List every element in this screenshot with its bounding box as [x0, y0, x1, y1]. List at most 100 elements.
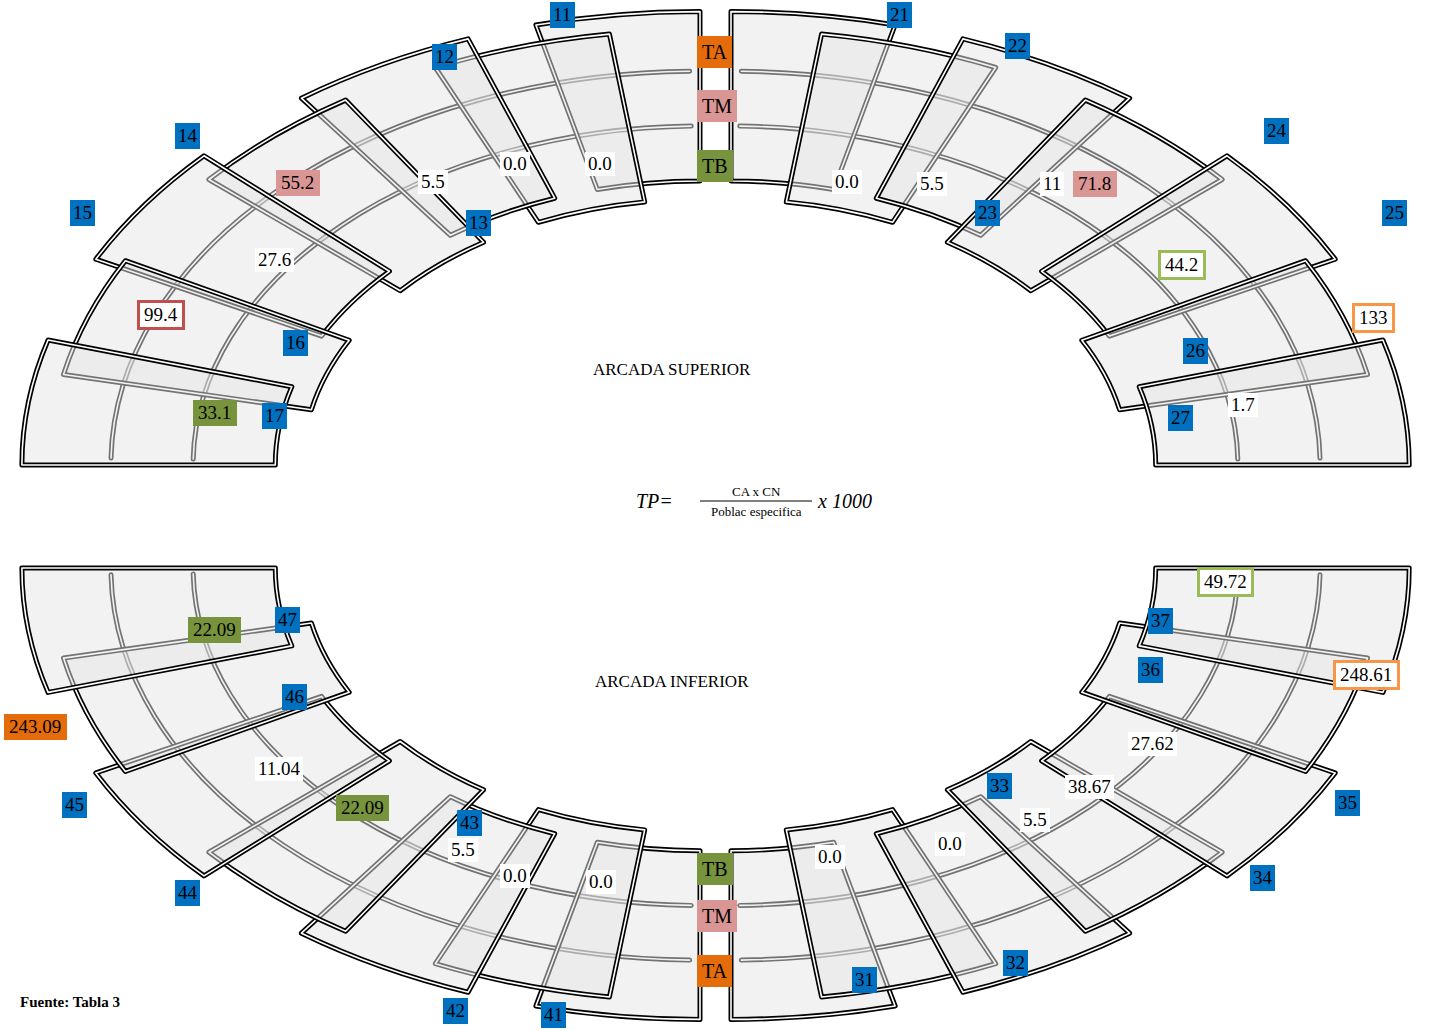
node-text: 11 [553, 4, 571, 26]
node-text: 133 [1359, 307, 1388, 329]
node-text: 41 [544, 1004, 563, 1026]
label-box: ARCADA SUPERIOR [593, 360, 750, 380]
label-box: 0.0 [500, 864, 530, 888]
legend-text: TA [702, 40, 727, 64]
node-text: 36 [1141, 659, 1160, 681]
tooth-number: 15 [70, 200, 95, 226]
tooth-number: 16 [283, 330, 308, 356]
label-box: 11 [1040, 172, 1064, 196]
tooth-group [22, 12, 1409, 1020]
legend-text: TM [702, 904, 732, 928]
value-label: 38.67 [1068, 776, 1111, 798]
label-box: 1.7 [1228, 393, 1258, 417]
node-text: 12 [435, 46, 454, 68]
tooth-number: 35 [1335, 790, 1360, 816]
label-box: TP= [636, 489, 673, 513]
tooth-number: 34 [1250, 865, 1275, 891]
label-box: 0.0 [815, 845, 845, 869]
caption-text: Fuente: Tabla 3 [20, 993, 120, 1011]
label-box: 5.5 [448, 838, 478, 862]
tooth-number: 46 [282, 684, 307, 710]
arch-title: ARCADA INFERIOR [595, 672, 749, 692]
source-caption: Fuente: Tabla 3 [20, 993, 120, 1011]
node-text: 22.09 [193, 619, 236, 641]
node-text: 47 [278, 609, 297, 631]
node-text: 71.8 [1078, 173, 1111, 195]
node-text: 25 [1385, 202, 1404, 224]
node-text: 34 [1253, 867, 1272, 889]
node-text: 22.09 [341, 797, 384, 819]
formula-text: Poblac especifica [711, 504, 802, 519]
tooth-outline [22, 568, 292, 692]
label-box: 0.0 [832, 170, 862, 194]
label-box: x 1000 [818, 489, 872, 513]
tooth-number: 23 [975, 200, 1000, 226]
node-text: 31 [855, 969, 874, 991]
node-text: 35 [1338, 792, 1357, 814]
value-label: 1.7 [1231, 394, 1255, 416]
tooth-number: 37 [1148, 608, 1173, 634]
value-label: 5.5 [421, 171, 445, 193]
tooth-number: 47 [275, 607, 300, 633]
formula-text: TP= [636, 489, 673, 513]
node-text: 13 [469, 212, 488, 234]
tooth-number: 27 [1168, 405, 1193, 431]
tooth-number: 33 [987, 773, 1012, 799]
legend-text: TB [702, 857, 728, 881]
tooth-number: 11 [550, 2, 575, 28]
tooth-outline [1139, 568, 1409, 692]
tooth-number: 32 [1003, 950, 1028, 976]
node-text: 46 [285, 686, 304, 708]
legend-swatch: TB [697, 150, 733, 182]
node-text: 14 [178, 125, 197, 147]
label-box: 0.0 [585, 152, 615, 176]
node-text: 49.72 [1204, 571, 1247, 593]
label-box: ARCADA INFERIOR [595, 672, 749, 692]
value-label: 5.5 [1023, 809, 1047, 831]
label-box: 5.5 [418, 170, 448, 194]
tooth-number: 44 [175, 880, 200, 906]
label-box: 5.5 [1020, 808, 1050, 832]
tooth-number: 22 [1005, 33, 1030, 59]
tooth-number: 13 [466, 210, 491, 236]
value-label: 0.0 [503, 153, 527, 175]
tooth-number: 21 [887, 2, 912, 28]
tooth-number: 17 [262, 403, 287, 429]
label-box: 0.0 [586, 870, 616, 894]
formula-text: x 1000 [818, 489, 872, 513]
node-text: 243.09 [9, 716, 61, 738]
tooth-number: 41 [541, 1002, 566, 1028]
tooth-number: 24 [1264, 118, 1289, 144]
value-box: 133 [1352, 303, 1395, 333]
legend-swatch: TA [697, 36, 732, 68]
node-text: 23 [978, 202, 997, 224]
fraction-line [700, 500, 812, 501]
tooth-outline [1139, 568, 1409, 692]
value-box: 243.09 [4, 714, 67, 740]
legend-swatch: TM [697, 900, 737, 932]
value-box: 44.2 [1158, 250, 1206, 280]
node-text: 16 [286, 332, 305, 354]
node-text: 99.4 [144, 304, 177, 326]
node-text: 33 [990, 775, 1009, 797]
value-box: 22.09 [188, 617, 241, 643]
arch-title: ARCADA SUPERIOR [593, 360, 750, 380]
tooth-number: 42 [443, 998, 468, 1024]
value-label: 5.5 [451, 839, 475, 861]
node-text: 43 [460, 812, 479, 834]
node-text: 15 [73, 202, 92, 224]
label-box: CA x CN [732, 484, 780, 499]
node-text: 55.2 [281, 172, 314, 194]
legend-text: TA [702, 959, 727, 983]
node-text: 45 [65, 794, 84, 816]
tooth-number: 31 [852, 967, 877, 993]
node-text: 37 [1151, 610, 1170, 632]
label-box: 27.6 [255, 248, 294, 272]
tooth-number: 36 [1138, 657, 1163, 683]
tooth-outline [1139, 340, 1409, 465]
node-text: 21 [890, 4, 909, 26]
legend-swatch: TB [697, 853, 733, 885]
legend-swatch: TM [697, 90, 737, 122]
label-box: 0.0 [500, 152, 530, 176]
